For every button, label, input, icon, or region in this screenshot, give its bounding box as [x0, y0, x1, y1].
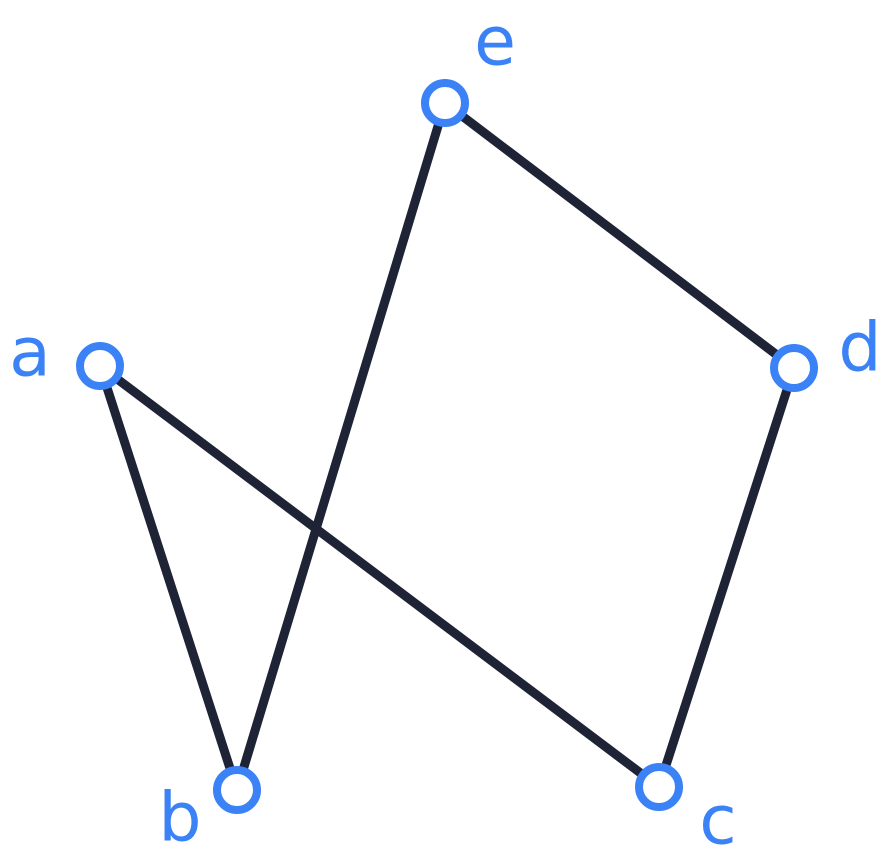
node-label-a: a [9, 314, 51, 393]
node-e [421, 79, 469, 127]
node-label-c: c [699, 782, 736, 861]
edge-e-d [440, 98, 799, 373]
node-c [635, 763, 683, 811]
edge-a-b [95, 361, 242, 795]
edge-d-c [654, 363, 799, 792]
nodes-layer [76, 79, 818, 814]
node-label-d: d [838, 309, 881, 388]
edge-a-c [95, 361, 664, 792]
node-a [76, 342, 124, 390]
node-label-e: e [474, 3, 516, 82]
node-d [770, 344, 818, 392]
node-label-b: b [158, 779, 201, 858]
edge-b-e [232, 98, 450, 795]
labels-layer: a b c d e [9, 3, 881, 861]
node-b [213, 766, 261, 814]
edges-layer [95, 98, 799, 795]
